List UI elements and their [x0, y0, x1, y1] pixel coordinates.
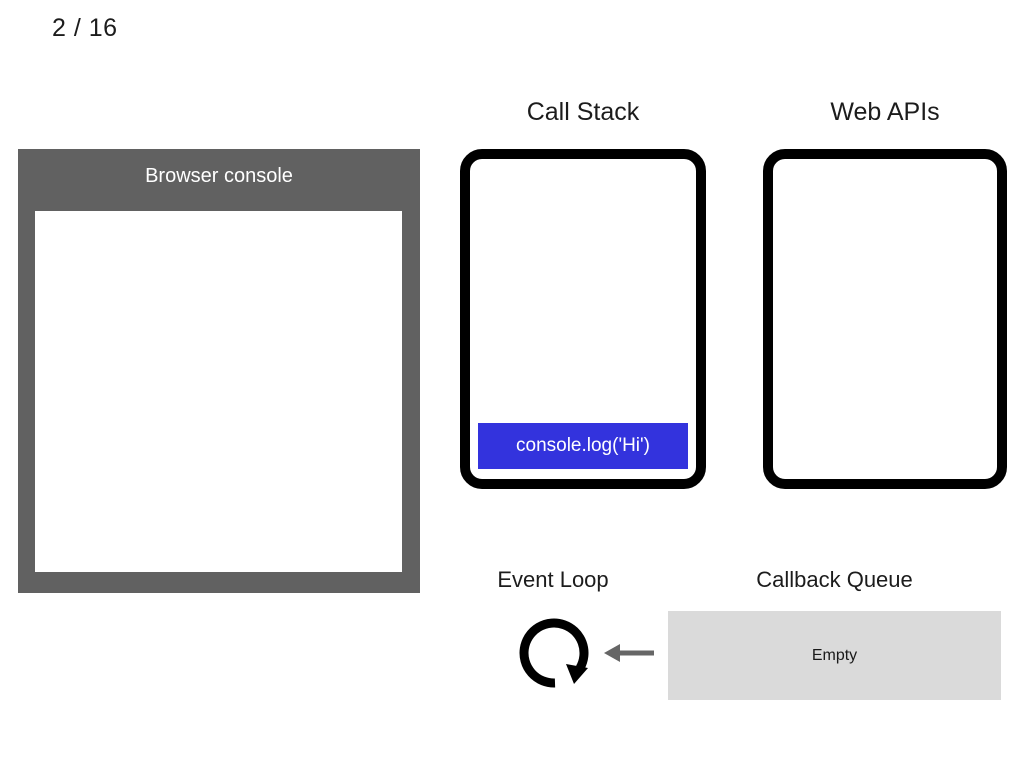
browser-console-output — [35, 211, 402, 572]
browser-console-title: Browser console — [145, 165, 293, 187]
callback-queue-title: Callback Queue — [756, 567, 913, 592]
call-stack-frames: console.log('Hi') — [470, 423, 696, 479]
browser-console-panel: Browser console — [18, 149, 420, 593]
web-apis-title: Web APIs — [830, 98, 940, 126]
arrow-left-icon — [604, 644, 654, 662]
event-loop-title: Event Loop — [497, 567, 609, 592]
circular-arrow-clockwise-icon — [519, 618, 589, 688]
callback-queue-status: Empty — [811, 646, 858, 664]
call-stack-title: Call Stack — [526, 98, 640, 126]
call-stack-box: console.log('Hi') — [460, 149, 706, 489]
call-stack-frame: console.log('Hi') — [478, 423, 688, 469]
web-apis-box — [763, 149, 1007, 489]
callback-queue-box: Empty — [668, 611, 1001, 700]
slide-counter: 2 / 16 — [52, 14, 118, 42]
